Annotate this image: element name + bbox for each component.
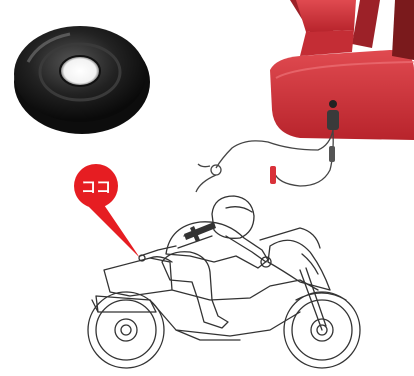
connection-cord [196,130,333,192]
cord-connector-red [270,166,276,184]
red-airbag-vest [270,0,414,140]
callout-label: ココ [81,178,111,196]
cord-connector-dark [329,146,335,162]
motorcycle-rider-drawing [88,196,360,368]
rubber-grommet [14,26,150,134]
